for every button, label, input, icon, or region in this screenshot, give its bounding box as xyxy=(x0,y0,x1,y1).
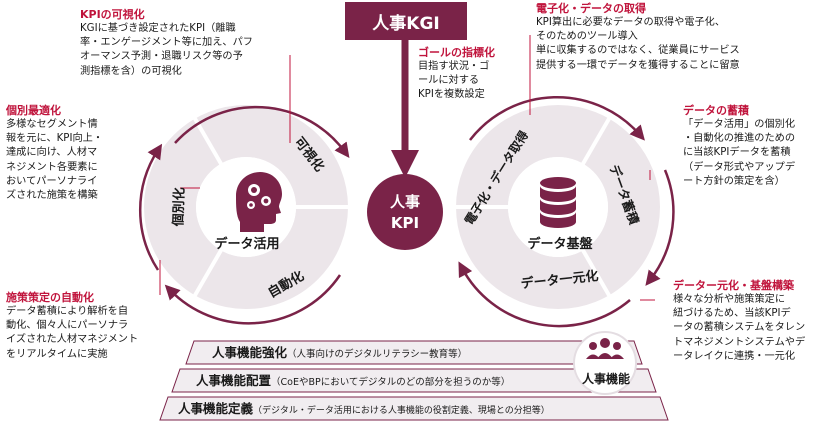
accumulate-note: データの蓄積 「データ活用」の個別化 ・自動化の推進のための に当該KPIデータ… xyxy=(683,104,823,189)
kpi-visual-note: KPIの可視化 KGIに基づき設定されたKPI（離職 率・エンゲージメント等に加… xyxy=(80,8,295,79)
digitize-note-title: 電子化・データの取得 xyxy=(536,2,646,15)
hr-layer-1-main: 人事機能強化 xyxy=(212,345,288,360)
kpi-visual-note-title: KPIの可視化 xyxy=(80,8,145,21)
accumulate-note-title: データの蓄積 xyxy=(683,104,749,117)
left-seg-left-label: 個別化 xyxy=(170,187,187,228)
hr-layer-1-sub: （人事向けのデジタルリテラシー教育等） xyxy=(287,348,467,360)
kpi-center-line2: KPI xyxy=(391,214,419,232)
accumulate-note-body: 「データ活用」の個別化 ・自動化の推進のための に当該KPIデータを蓄積 （デー… xyxy=(683,119,796,187)
left-core-label: データ活用 xyxy=(214,236,279,252)
kpi-visual-note-body: KGIに基づき設定されたKPI（離職 率・エンゲージメント等に加え、パフ オーマ… xyxy=(80,23,253,77)
individual-note-body: 多様なセグメント情 報を元に、KPI向上・ 達成に向け、人材マ ネジメント各要素… xyxy=(6,119,104,202)
unify-note-body: 様々な分析や施策策定に 紐づけるため、当該KPIデ ータの蓄積システムをタレン … xyxy=(673,294,806,362)
right-core-label: データ基盤 xyxy=(527,236,593,252)
hr-layer-1-text: 人事機能強化（人事向けのデジタルリテラシー教育等） xyxy=(212,345,467,360)
hr-layer-2-main: 人事機能配置 xyxy=(196,373,272,388)
hr-layer-2-shape xyxy=(171,368,657,393)
left-cycle-arrow-left xyxy=(139,143,163,271)
goal-note-title: ゴールの指標化 xyxy=(418,46,495,59)
kpi-center-line1: 人事 xyxy=(390,193,420,211)
hr-layer-1-shape xyxy=(185,340,643,365)
kgi-box: 人事KGI xyxy=(345,2,467,40)
database-icon xyxy=(540,177,576,228)
left-cycle-arrow-bottom xyxy=(164,274,342,325)
automation-note-title: 施策策定の自動化 xyxy=(6,291,94,304)
individual-note: 個別最適化 多様なセグメント情 報を元に、KPI向上・ 達成に向け、人材マ ネジ… xyxy=(6,104,166,203)
hr-layer-3-text: 人事機能定義（デジタル・データ活用における人事機能の役割定義、現場との分担等） xyxy=(178,401,550,416)
hr-function-stack xyxy=(159,340,669,421)
hr-function-badge-label: 人事機能 xyxy=(582,371,630,386)
hr-layer-3-main: 人事機能定義 xyxy=(178,401,254,416)
goal-note: ゴールの指標化 目指す状況・ゴ ールに対する KPIを複数設定 xyxy=(418,44,495,103)
right-cycle-arrow-bottom xyxy=(458,261,631,328)
unify-note: データー元化・基盤構築 様々な分析や施策策定に 紐づけるため、当該KPIデ ータ… xyxy=(673,279,823,364)
hr-layer-2-text: 人事機能配置（CoEやBPにおいてデジタルのどの部分を担うのか等） xyxy=(196,373,510,388)
left-cycle-arrow-top xyxy=(174,105,350,159)
kpi-center-circle xyxy=(367,174,443,250)
automation-note: 施策策定の自動化 データ蓄積により解析を自 動化、個々人にパーソナラ イズされた… xyxy=(6,291,176,362)
head-gears-icon xyxy=(236,172,282,232)
people-icon xyxy=(586,338,624,359)
digitize-note: 電子化・データの取得 KPI算出に必要なデータの取得や電子化、 そのためのツール… xyxy=(536,2,821,73)
automation-note-body: データ蓄積により解析を自 動化、個々人にパーソナラ イズされた人材マネジメント … xyxy=(6,306,139,360)
hr-layer-3-sub: （デジタル・データ活用における人事機能の役割定義、現場との分担等） xyxy=(253,404,550,416)
unify-note-title: データー元化・基盤構築 xyxy=(673,279,794,292)
hr-layer-3-shape xyxy=(159,396,669,421)
hr-layer-2-sub: （CoEやBPにおいてデジタルのどの部分を担うのか等） xyxy=(271,376,510,388)
hr-function-badge xyxy=(573,331,637,395)
digitize-note-body: KPI算出に必要なデータの取得や電子化、 そのためのツール導入 単に収集するので… xyxy=(536,17,740,71)
individual-note-title: 個別最適化 xyxy=(6,104,61,117)
leader-lines xyxy=(159,35,655,301)
goal-note-body: 目指す状況・ゴ ールに対する KPIを複数設定 xyxy=(418,61,490,101)
right-cycle-arrow-top xyxy=(469,96,645,141)
right-cycle-arrow-right xyxy=(645,169,675,286)
